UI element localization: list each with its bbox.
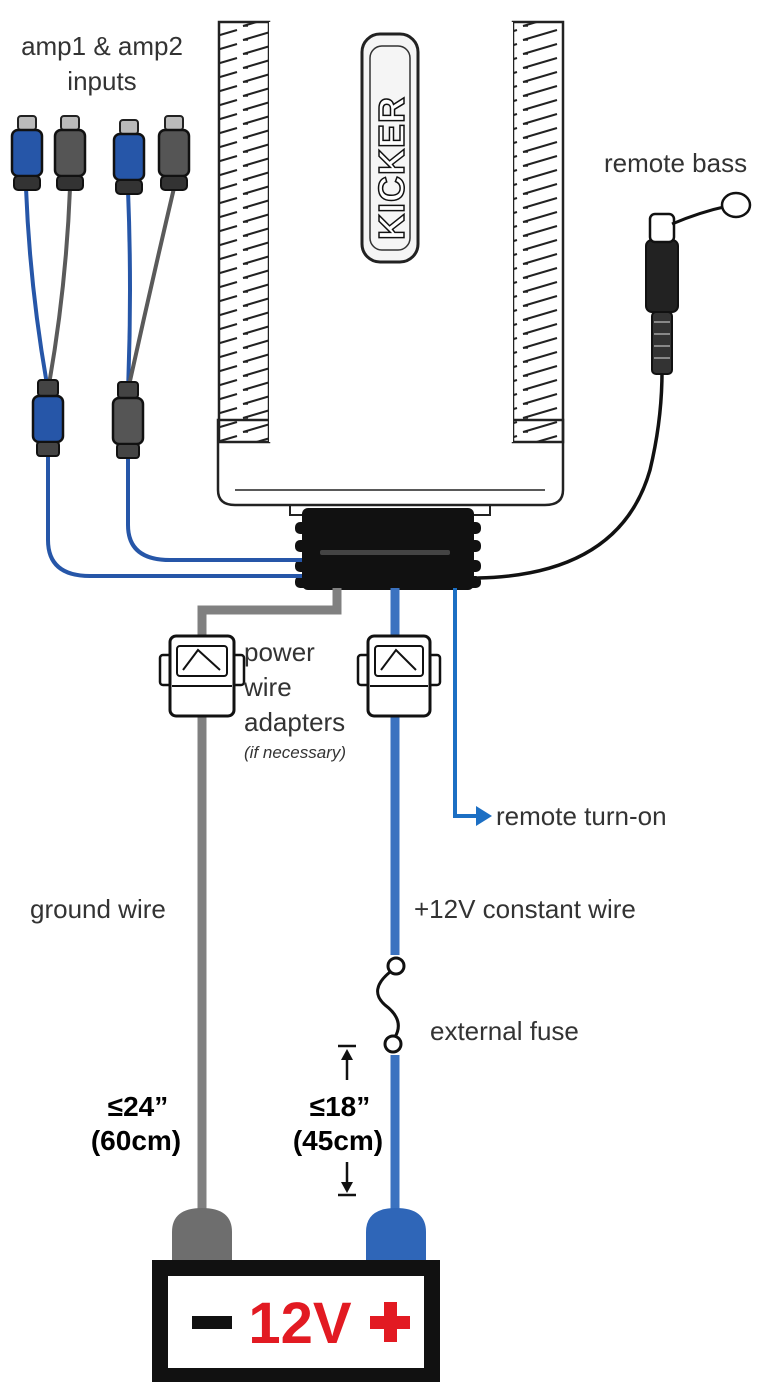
inputs-label-line1: amp1 & amp2	[21, 31, 183, 61]
power-adapters-label-line3: adapters	[244, 707, 345, 737]
rca-y-adapter-2	[111, 381, 145, 459]
negative-terminal	[172, 1208, 232, 1262]
power-wire-adapter-12v	[356, 634, 442, 718]
remote-turn-on-arrowhead	[476, 806, 492, 826]
external-fuse	[376, 955, 406, 1055]
battery-plus-sign	[370, 1302, 410, 1342]
positive-terminal	[366, 1208, 426, 1262]
rca-plug-amp2-blue	[112, 119, 146, 195]
fuse-length-line2: (45cm)	[293, 1125, 383, 1156]
external-fuse-label: external fuse	[430, 1016, 579, 1046]
ground-wire-label: ground wire	[30, 894, 166, 924]
rca-plug-amp2-gray	[157, 115, 191, 191]
remote-turn-on-label: remote turn-on	[496, 801, 667, 831]
ground-length-line2: (60cm)	[91, 1125, 181, 1156]
ground-wire	[197, 588, 342, 1210]
rca-input-harness	[10, 115, 302, 578]
remote-turn-on-wire	[453, 588, 478, 818]
rca-y-adapter-1	[31, 379, 65, 457]
remote-bass-cable	[477, 191, 752, 580]
logo-badge	[360, 32, 420, 264]
remote-bass-plug	[645, 191, 752, 375]
battery-minus-sign	[192, 1316, 232, 1329]
remote-bass-label: remote bass	[604, 148, 747, 178]
constant-wire-label: +12V constant wire	[414, 894, 636, 924]
power-adapters-note: (if necessary)	[244, 743, 346, 762]
power-adapters-label-line2: wire	[243, 672, 292, 702]
fuse-length-line1: ≤18”	[310, 1091, 371, 1122]
fuse-distance-arrow	[338, 1044, 356, 1197]
brand-logo: KICKER	[371, 96, 412, 240]
power-wire-adapter-ground	[158, 634, 246, 718]
power-adapters-label-line1: power	[244, 637, 315, 667]
connector-block	[295, 508, 481, 590]
rca-plug-amp1-blue	[10, 115, 44, 191]
battery-voltage: 12V	[248, 1291, 352, 1356]
heatsink-fins-left	[217, 20, 271, 444]
heatsink-fins-right	[511, 20, 565, 444]
rca-plug-amp1-gray	[53, 115, 87, 191]
inputs-label-line2: inputs	[67, 66, 136, 96]
battery: 12V	[152, 1208, 440, 1382]
amplifier: KICKER	[216, 20, 565, 590]
ground-length-line1: ≤24”	[108, 1091, 169, 1122]
